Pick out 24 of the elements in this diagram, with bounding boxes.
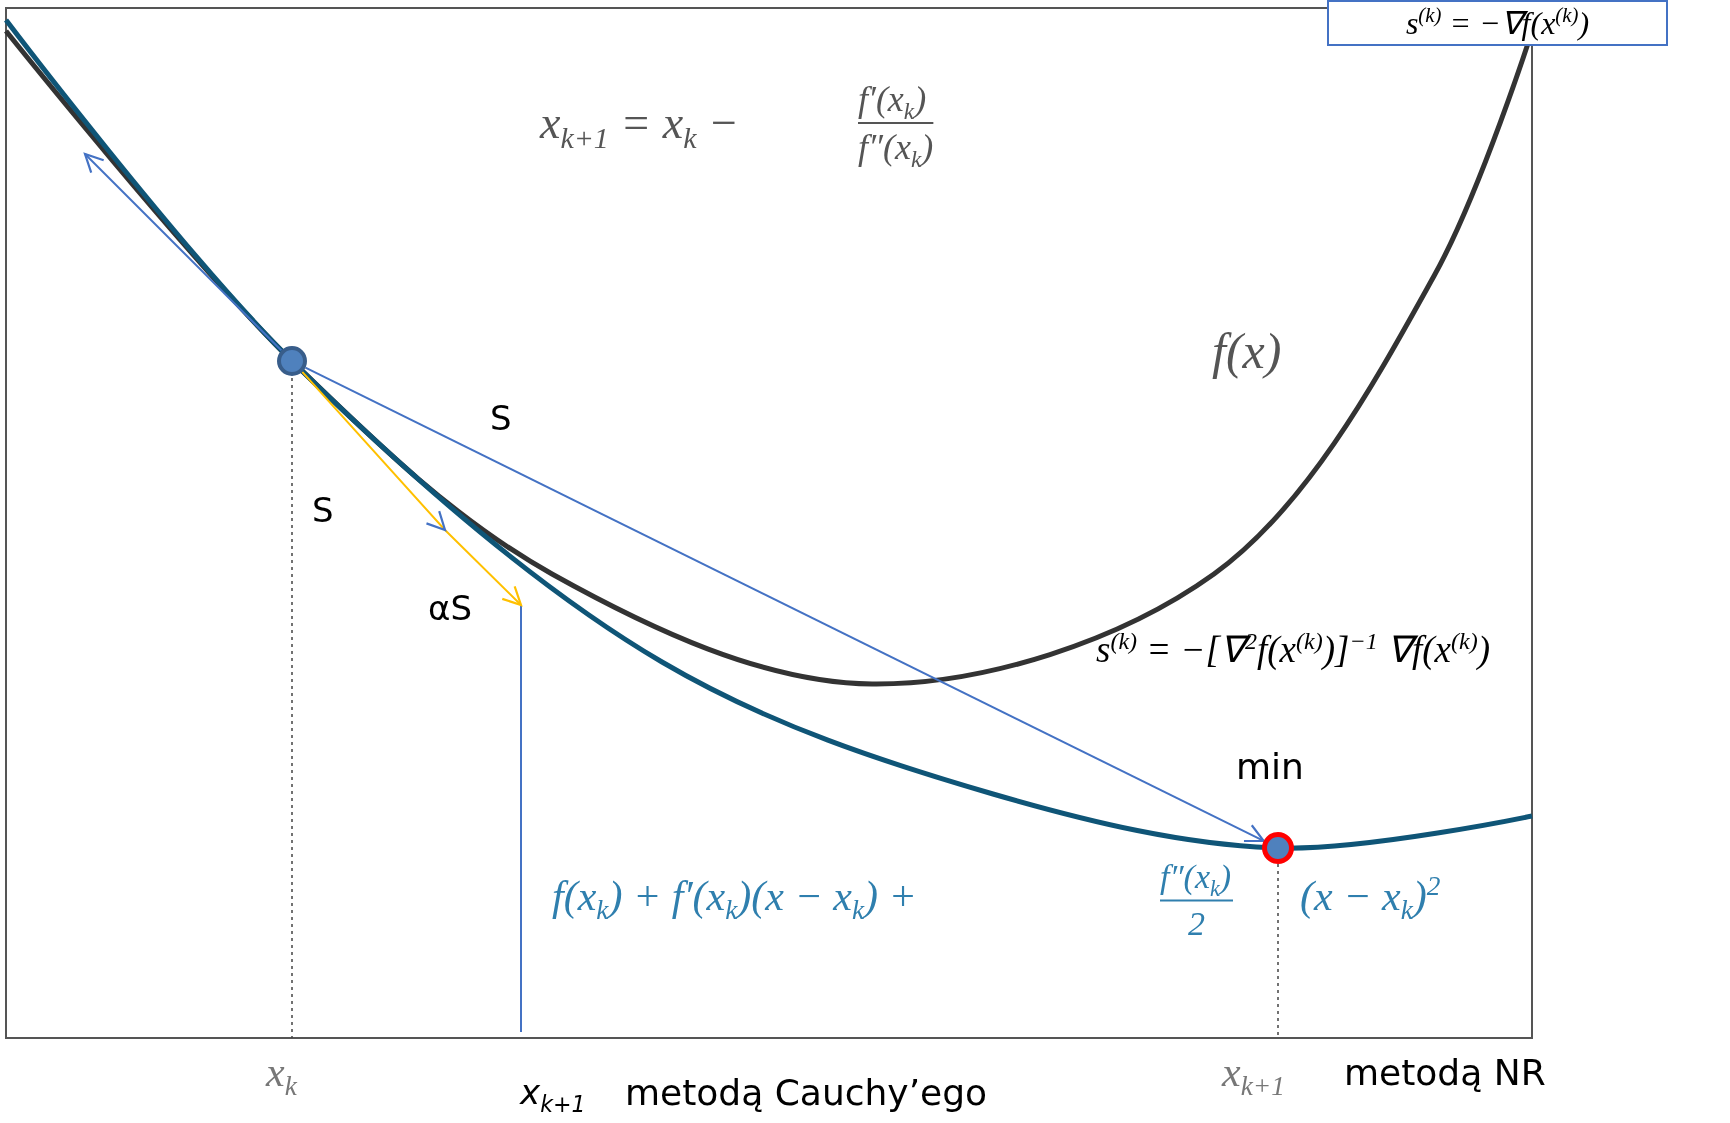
- vector-label: S: [312, 490, 334, 530]
- formula: s$^{(k)}$ = −∇f(x$^{(k)}$): [1405, 4, 1590, 42]
- current-point: [277, 346, 307, 376]
- fraction-denominator: f″(x$_{k}$): [858, 126, 934, 168]
- arrow: [301, 370, 523, 607]
- formula: s$^{(k)}$ = −[∇$^{2}$f(x$^{(k)}$)]$^{−1}$ ∇f(x$^{(k)}$): [1096, 628, 1491, 671]
- arrow: [304, 366, 1265, 843]
- minimum-point: [1262, 832, 1294, 864]
- formula: f(x$_{k}$) + f′(x$_{k}$)(x − x$_{k}$) +: [552, 872, 917, 920]
- axis-label: x$_{k+1}$: [520, 1072, 586, 1112]
- point-label: min: [1236, 746, 1304, 787]
- axis-label: x$_{k}$: [266, 1048, 297, 1096]
- fraction-denominator: 2: [1188, 905, 1205, 943]
- formula: x$_{k+1}$ = x$_{k}$ −: [540, 96, 740, 149]
- fraction-numerator: f″(x$_{k}$): [1160, 858, 1232, 896]
- arrow: [83, 152, 283, 352]
- method-label: metodą Cauchy’ego: [625, 1072, 988, 1113]
- fraction-numerator: f′(x$_{k}$): [858, 78, 927, 120]
- formula: (x − x$_{k}$)$^{2}$: [1300, 872, 1441, 920]
- axis-label: x$_{k+1}$: [1222, 1048, 1285, 1096]
- step-label: αS: [428, 588, 472, 628]
- method-label: metodą NR: [1344, 1052, 1546, 1093]
- curve-label: f(x): [1212, 322, 1282, 380]
- formula-box: [1327, 0, 1668, 46]
